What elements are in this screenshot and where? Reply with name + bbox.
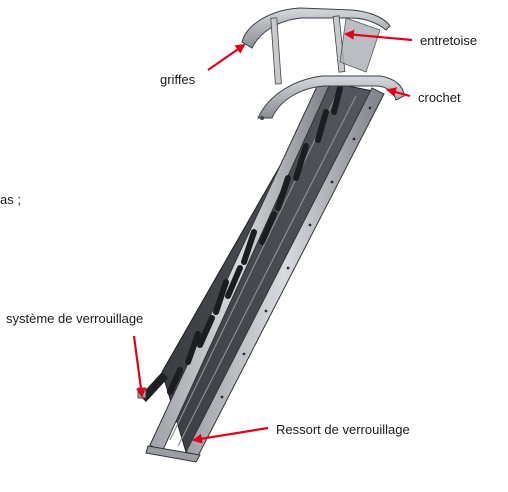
arrow-ressort (192, 426, 269, 444)
bottom-plate (145, 445, 201, 463)
right-rail (185, 87, 385, 457)
arrow-entretoise (344, 29, 413, 42)
label-crochet: crochet (418, 90, 461, 105)
annotation-arrows (132, 29, 413, 444)
ladder-body (145, 79, 385, 463)
arrow-systeme (132, 335, 146, 398)
label-systeme-verrouillage: système de verrouillage (6, 311, 144, 326)
label-entretoise: entretoise (420, 33, 478, 48)
arrow-crochet (386, 87, 411, 98)
top-arc (241, 7, 391, 49)
locking-system (137, 372, 168, 402)
label-griffes: griffes (160, 72, 196, 87)
label-ressort-verrouillage: Ressort de verrouillage (276, 422, 410, 437)
arrow-griffes (207, 43, 246, 71)
rungs (167, 85, 343, 395)
ladder-bed (161, 81, 379, 454)
fragment-text: as ; (0, 192, 21, 207)
upper-hook-frame (241, 7, 391, 85)
crochet-hook (257, 75, 405, 120)
spacer-bar-left (270, 17, 282, 85)
